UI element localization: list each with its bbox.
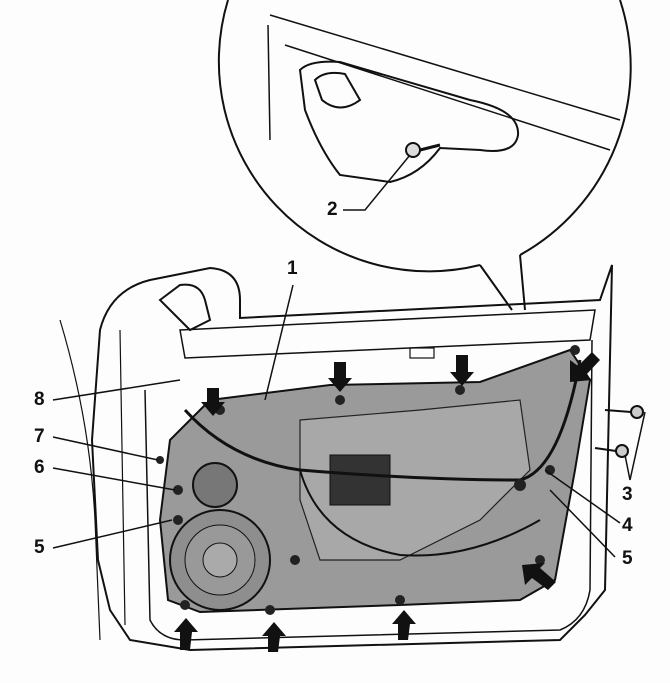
callout-7: 7: [34, 426, 45, 447]
detail-magnifier: [217, 0, 632, 311]
callout-3: 3: [622, 484, 633, 505]
callout-2: 2: [327, 199, 338, 220]
direction-arrows: [174, 352, 600, 652]
callout-5-left: 5: [34, 537, 45, 558]
callout-4: 4: [622, 515, 633, 536]
door-frame: [59, 264, 613, 652]
speaker-tweeter: [192, 462, 238, 508]
screw-2: [405, 142, 421, 158]
screws-3: [594, 405, 644, 458]
leader-lines: [52, 154, 646, 558]
callout-1: 1: [287, 258, 298, 279]
door-handle: [298, 60, 520, 184]
assembly-carrier-panel: [156, 345, 592, 615]
callout-8: 8: [34, 389, 45, 410]
callout-5-right: 5: [622, 548, 633, 569]
callout-6: 6: [34, 457, 45, 478]
